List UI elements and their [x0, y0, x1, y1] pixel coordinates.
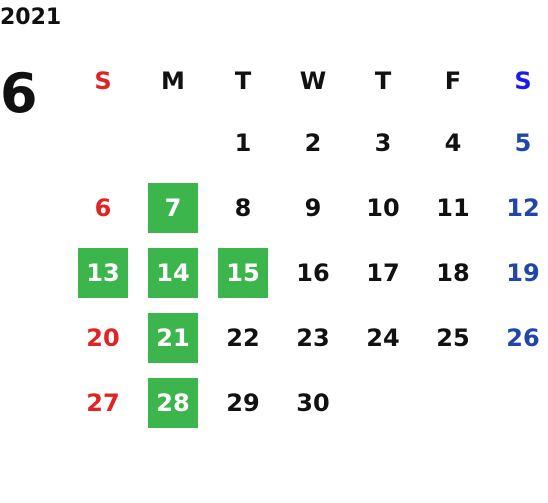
- day-cell: 10: [366, 193, 400, 222]
- weekday-sunday: S: [94, 67, 112, 95]
- day-cell: 23: [296, 323, 330, 352]
- week-row-1: 1 2 3 4 5: [68, 110, 548, 175]
- weekday-header-row: S M T W T F S: [68, 52, 548, 110]
- weekday-tuesday: T: [234, 67, 252, 95]
- weekday-saturday: S: [514, 67, 532, 95]
- day-cell: 2: [304, 128, 322, 157]
- day-cell: 16: [296, 258, 330, 287]
- day-cell: 11: [436, 193, 470, 222]
- day-cell: 26: [506, 323, 540, 352]
- day-cell: 18: [436, 258, 470, 287]
- weekday-wednesday: W: [299, 67, 327, 95]
- day-cell: 6: [94, 193, 112, 222]
- day-cell: 30: [296, 388, 330, 417]
- day-cell: [498, 378, 548, 428]
- day-cell: 4: [444, 128, 462, 157]
- day-cell: 3: [374, 128, 392, 157]
- day-cell: 9: [304, 193, 322, 222]
- week-row-3: 13 14 15 16 17 18 19: [68, 240, 548, 305]
- day-cell: 27: [86, 388, 120, 417]
- day-cell-highlighted: 15: [218, 247, 268, 298]
- month-number: 6: [0, 62, 38, 125]
- day-cell: 19: [506, 258, 540, 287]
- day-cell: 8: [234, 193, 252, 222]
- day-cell-highlighted: 7: [148, 182, 198, 233]
- day-cell: [78, 118, 128, 168]
- day-cell: 24: [366, 323, 400, 352]
- day-cell: 5: [514, 128, 532, 157]
- day-cell: 22: [226, 323, 260, 352]
- day-cell-highlighted: 14: [148, 247, 198, 298]
- weekday-monday: M: [161, 67, 185, 95]
- weekday-friday: F: [444, 67, 462, 95]
- day-cell: [148, 118, 198, 168]
- day-cell-highlighted: 28: [148, 377, 198, 428]
- week-row-4: 20 21 22 23 24 25 26: [68, 305, 548, 370]
- weekday-thursday: T: [374, 67, 392, 95]
- day-cell: [428, 378, 478, 428]
- day-cell: 17: [366, 258, 400, 287]
- day-cell-highlighted: 13: [78, 247, 128, 298]
- week-row-5: 27 28 29 30: [68, 370, 548, 435]
- day-cell: 1: [234, 128, 252, 157]
- day-cell: [358, 378, 408, 428]
- day-cell-highlighted: 21: [148, 312, 198, 363]
- day-cell: 29: [226, 388, 260, 417]
- week-row-2: 6 7 8 9 10 11 12: [68, 175, 548, 240]
- day-cell: 20: [86, 323, 120, 352]
- calendar-grid: S M T W T F S 1 2 3 4 5 6 7 8 9 10 11 12: [68, 52, 548, 435]
- day-cell: 25: [436, 323, 470, 352]
- day-cell: 12: [506, 193, 540, 222]
- year-label: 2021: [0, 5, 62, 30]
